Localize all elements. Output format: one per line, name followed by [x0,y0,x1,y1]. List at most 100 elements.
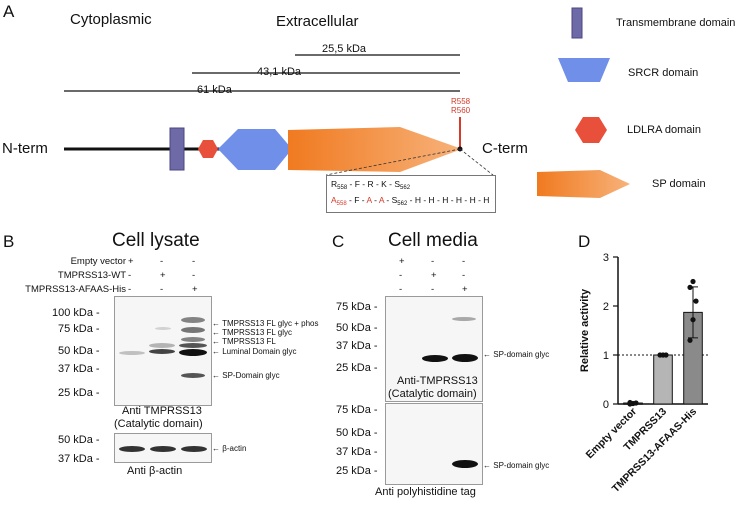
legend-sp-label: SP domain [652,178,706,190]
data-point [690,278,696,285]
y-tick-label: 2 [603,301,609,313]
b-caption2: Anti β-actin [127,465,183,477]
panel-b-title: Cell lysate [112,230,200,251]
c-mark-2-1: - [431,284,435,295]
b-ladder-37: 37 kDa - [58,363,100,375]
b-actin-ladder-50: 50 kDa - [58,434,100,446]
panel-d-letter: D [578,232,591,251]
data-point [633,400,639,406]
b-mark-1-0: - [128,270,132,281]
data-point [627,399,633,406]
media-blot-polyhis [385,403,483,485]
cterm-label: C-term [482,140,528,157]
data-point [690,317,696,323]
c-mark-0-0: + [399,256,405,267]
srcr-domain-shape [218,129,292,170]
cytoplasmic-label: Cytoplasmic [70,11,152,28]
b-annot-sp: ← SP-Domain glyc [212,371,280,380]
b-mark-0-0: + [128,256,134,267]
data-point [687,337,693,343]
data-point [693,298,699,304]
b-ladder-75: 75 kDa - [58,323,100,335]
ldlra-domain-shape [198,140,218,158]
b-mark-1-1: + [160,270,166,281]
r558-label: R558 [451,97,471,106]
c-ladder1-75: 75 kDa - [336,301,378,313]
c-mark-0-2: - [462,256,466,267]
c-ladder1-37: 37 kDa - [336,340,378,352]
c-caption1-a: Anti-TMPRSS13 [397,375,478,387]
lysate-blot-tmprss13 [114,296,212,406]
c-annot1-sp: ← SP-domain glyc [483,350,550,359]
legend-transmembrane-label: Transmembrane domain [616,17,736,29]
b-ladder-50: 50 kDa - [58,345,100,357]
y-tick-label: 0 [603,399,609,411]
y-tick-label: 1 [603,350,609,362]
row-label-wt: TMPRSS13-WT [57,270,126,281]
kda-43-label: 43,1 kDa [257,66,302,78]
b-mark-2-2: + [192,284,198,295]
b-mark-2-1: - [160,284,164,295]
y-axis-label: Relative activity [579,288,591,372]
r560-label: R560 [451,106,471,115]
b-caption1-a: Anti TMPRSS13 [122,405,202,417]
legend-transmembrane-icon [571,7,583,39]
panel-c-title: Cell media [388,230,478,251]
b-annot-luminal: ← Luminal Domain glyc [212,347,297,356]
x-category-label: Empty vector [584,406,640,462]
media-blot-tmprss13 [385,296,483,402]
sequence-mutant: A558 - F - A - A - S562 - H - H - H - H … [331,195,490,207]
c-mark-1-1: + [431,270,437,281]
row-label-empty: Empty vector [70,256,126,267]
b-annot-fl-glyc-phos: ← TMPRSS13 FL glyc + phos [212,319,319,328]
legend-ldlra-icon [575,117,607,143]
kda-25-label: 25,5 kDa [322,43,367,55]
legend-ldlra-label: LDLRA domain [627,124,701,136]
nterm-label: N-term [2,140,48,157]
c-ladder1-50: 50 kDa - [336,322,378,334]
c-mark-0-1: - [431,256,435,267]
c-mark-2-2: + [462,284,468,295]
callout-line-left [325,148,461,176]
data-point [687,284,693,290]
c-mark-2-0: - [399,284,403,295]
b-caption1-b: (Catalytic domain) [114,418,203,430]
kda-61-label: 61 kDa [197,84,232,96]
c-ladder2-50: 50 kDa - [336,427,378,439]
b-mark-0-1: - [160,256,164,267]
transmembrane-domain-shape [169,127,185,171]
c-ladder2-37: 37 kDa - [336,446,378,458]
lysate-blot-actin [114,433,212,463]
legend-sp-icon [537,170,630,198]
c-ladder2-75: 75 kDa - [336,404,378,416]
c-mark-1-0: - [399,270,403,281]
bar [653,354,673,405]
b-annot-actin: ← β-actin [212,444,247,453]
b-mark-2-0: - [128,284,132,295]
sp-domain-shape [288,127,462,172]
b-ladder-25: 25 kDa - [58,387,100,399]
legend-srcr-icon [558,58,610,82]
extracellular-label: Extracellular [276,13,359,30]
c-caption2: Anti polyhistidine tag [375,486,476,498]
b-ladder-100: 100 kDa - [52,307,100,319]
c-mark-1-2: - [462,270,466,281]
b-mark-1-2: - [192,270,196,281]
callout-line-right [459,148,494,176]
c-annot2-sp: ← SP-domain glyc [483,461,550,470]
panel-b-letter: B [3,232,15,251]
b-actin-ladder-37: 37 kDa - [58,453,100,465]
c-ladder1-25: 25 kDa - [336,362,378,374]
panel-a-letter: A [3,2,15,21]
b-annot-fl: ← TMPRSS13 FL [212,337,276,346]
legend-srcr-label: SRCR domain [628,67,699,79]
c-ladder2-25: 25 kDa - [336,465,378,477]
b-mark-0-2: - [192,256,196,267]
sequence-box: R558 - F - R - K - S562 A558 - F - A - A… [326,175,496,213]
panel-c-letter: C [332,232,345,251]
b-annot-fl-glyc: ← TMPRSS13 FL glyc [212,328,293,337]
data-point [663,352,669,358]
y-tick-label: 3 [603,252,609,264]
